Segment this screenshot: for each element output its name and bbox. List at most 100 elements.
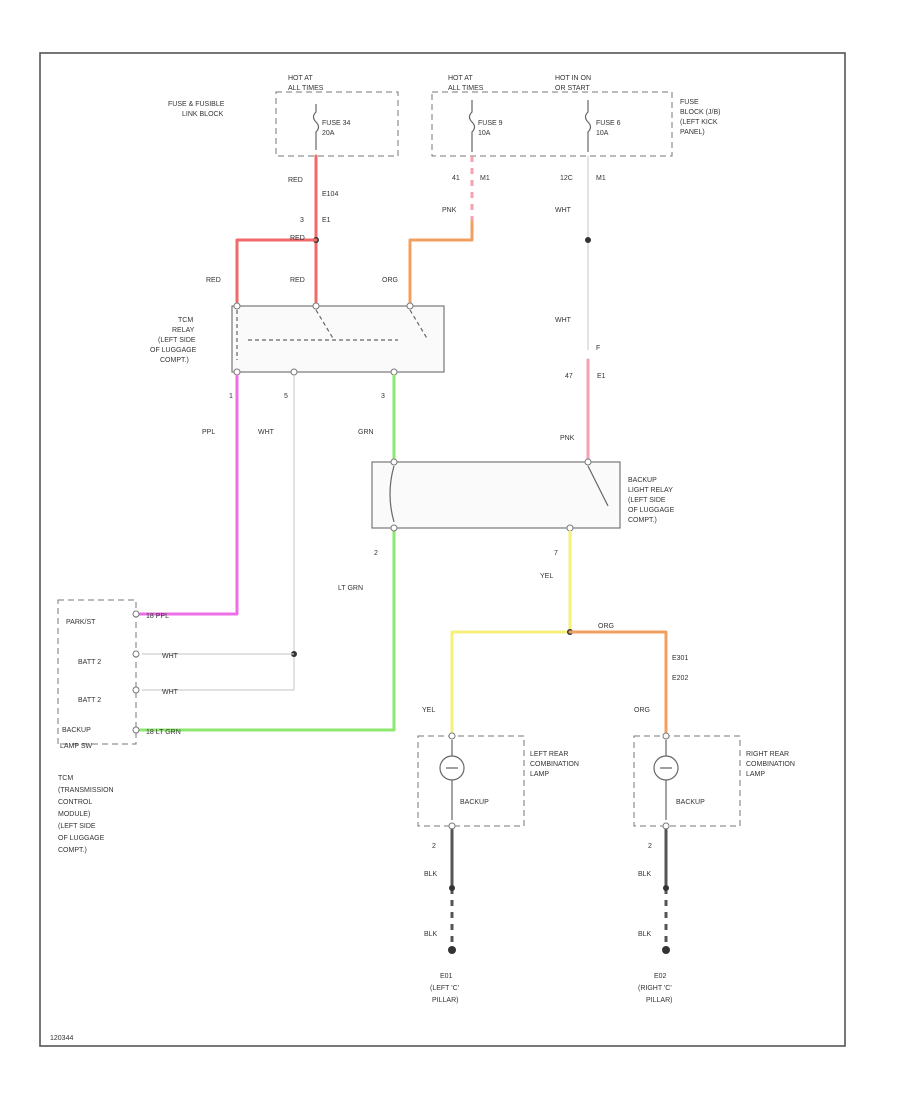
backup-relay-label-5: COMPT.)	[628, 517, 657, 524]
right-lamp-pin-bottom	[662, 822, 670, 830]
left-lamp-name-2: COMBINATION	[530, 761, 579, 768]
hot-label-3b: OR START	[555, 85, 590, 92]
hot-label-2b: ALL TIMES	[448, 85, 484, 92]
ground-left-icon	[448, 946, 456, 954]
right-lamp-name-2: COMBINATION	[746, 761, 795, 768]
wire-orange-relay	[408, 220, 474, 304]
fuse-9-symbol	[468, 100, 476, 152]
tcm-module	[57, 599, 137, 745]
left-rear-lamp-box	[417, 735, 525, 827]
label-lt-grn: LT GRN	[338, 585, 363, 592]
ground-left-2: (LEFT 'C'	[430, 985, 459, 992]
fuse-link-block-label-1: FUSE & FUSIBLE	[168, 101, 225, 108]
hot-label-1a: HOT AT	[288, 75, 313, 82]
fuse-6-label-2: 10A	[596, 130, 609, 137]
splice-black-right	[663, 885, 669, 891]
tcm-relay-pin-c	[406, 302, 414, 310]
hot-label-1b: ALL TIMES	[288, 85, 324, 92]
backup-relay-pin-top-left	[390, 458, 398, 466]
label-pin41: 41	[452, 175, 460, 182]
tcm-relay-pin-1	[233, 368, 241, 376]
tcm-relay-label-5: COMPT.)	[160, 357, 189, 364]
label-wht-mid: WHT	[555, 317, 572, 324]
fuse-block-label-3: (LEFT KICK	[680, 119, 718, 126]
ground-right-2: (RIGHT 'C'	[638, 985, 672, 992]
tcm-pin-batt-b-label: BATT 2	[78, 697, 101, 704]
label-blk3: BLK	[638, 871, 652, 878]
tcm-relay-pin-5	[290, 368, 298, 376]
label-blk4: BLK	[638, 931, 652, 938]
fuse-34-label-1: FUSE 34	[322, 120, 351, 127]
tcm-pin-batt-a-label: BATT 2	[78, 659, 101, 666]
tcm-relay-pin-a	[233, 302, 241, 310]
label-yel: YEL	[540, 573, 553, 580]
label-red-mid: RED	[290, 277, 305, 284]
fuse-block-label-2: BLOCK (J/B)	[680, 109, 720, 116]
ground-left-1: E01	[440, 973, 453, 980]
label-org-low: ORG	[634, 707, 650, 714]
wire-orange-right	[568, 630, 668, 734]
tcm-relay	[231, 305, 445, 373]
fuse-block-jb	[431, 91, 673, 157]
label-pin-f: F	[596, 345, 600, 352]
fuse-block-label-4: PANEL)	[680, 129, 705, 136]
fuse-link-block	[275, 91, 399, 157]
wire-white-tcm	[142, 376, 295, 691]
splice-white-top	[585, 237, 591, 243]
label-org-mid: ORG	[598, 623, 614, 630]
label-red-top: RED	[290, 235, 305, 242]
tcm-relay-coil	[236, 309, 429, 360]
wire-red-branch	[235, 238, 318, 304]
label-pin2: 2	[374, 550, 378, 557]
label-ppl: PPL	[202, 429, 215, 436]
backup-relay-label-2: LIGHT RELAY	[628, 487, 673, 494]
label-wht-relay: WHT	[258, 429, 275, 436]
label-pin7: 7	[554, 550, 558, 557]
backup-relay-pin-2	[390, 524, 398, 532]
tcm-pin-batt-b	[132, 686, 140, 694]
label-pin47: 47	[565, 373, 573, 380]
label-pin5: 5	[284, 393, 288, 400]
label-red-1: RED	[288, 177, 303, 184]
label-blk2: BLK	[424, 931, 438, 938]
label-e104: E104	[322, 191, 338, 198]
tcm-relay-label-4: OF LUGGAGE	[150, 347, 197, 354]
left-lamp-filament	[446, 740, 458, 820]
tcm-pin-park	[132, 610, 140, 618]
ground-right-1: E02	[654, 973, 667, 980]
diagram-frame	[39, 52, 846, 1047]
tcm-name-2: (TRANSMISSION	[58, 787, 114, 794]
ground-left-3: PILLAR)	[432, 997, 458, 1004]
right-lamp-filament	[660, 740, 672, 820]
label-e202: E202	[672, 675, 688, 682]
splice-black-left	[449, 885, 455, 891]
backup-relay-label-1: BACKUP	[628, 477, 657, 484]
label-pin3-e1: 3	[300, 217, 304, 224]
right-rear-lamp-box	[633, 735, 741, 827]
right-lamp-label: BACKUP	[676, 799, 705, 806]
tcm-pin-batt-a	[132, 650, 140, 658]
left-lamp-label: BACKUP	[460, 799, 489, 806]
tcm-name-1: TCM	[58, 775, 73, 782]
fuse-9-label-2: 10A	[478, 130, 491, 137]
tcm-wire-wht2-label: WHT	[162, 689, 179, 696]
tcm-relay-label-3: (LEFT SIDE	[158, 337, 196, 344]
tcm-relay-label-1: TCM	[178, 317, 193, 324]
tcm-name-5: (LEFT SIDE	[58, 823, 96, 830]
tcm-relay-pin-b	[312, 302, 320, 310]
label-blk1: BLK	[424, 871, 438, 878]
hot-label-2a: HOT AT	[448, 75, 473, 82]
label-m1: M1	[480, 175, 490, 182]
fuse-link-block-label-2: LINK BLOCK	[182, 111, 224, 118]
fuse-block-label-1: FUSE	[680, 99, 699, 106]
tcm-name-7: COMPT.)	[58, 847, 87, 854]
fuse-34-symbol	[312, 104, 320, 150]
right-lamp-name-1: RIGHT REAR	[746, 751, 789, 758]
fuse-6-symbol	[584, 100, 592, 152]
left-lamp-pin-top	[448, 732, 456, 740]
tcm-wire-ltgrn-label: 18 LT GRN	[146, 729, 181, 736]
tcm-name-6: OF LUGGAGE	[58, 835, 105, 842]
backup-relay-label-3: (LEFT SIDE	[628, 497, 666, 504]
label-pin3b: 3	[381, 393, 385, 400]
